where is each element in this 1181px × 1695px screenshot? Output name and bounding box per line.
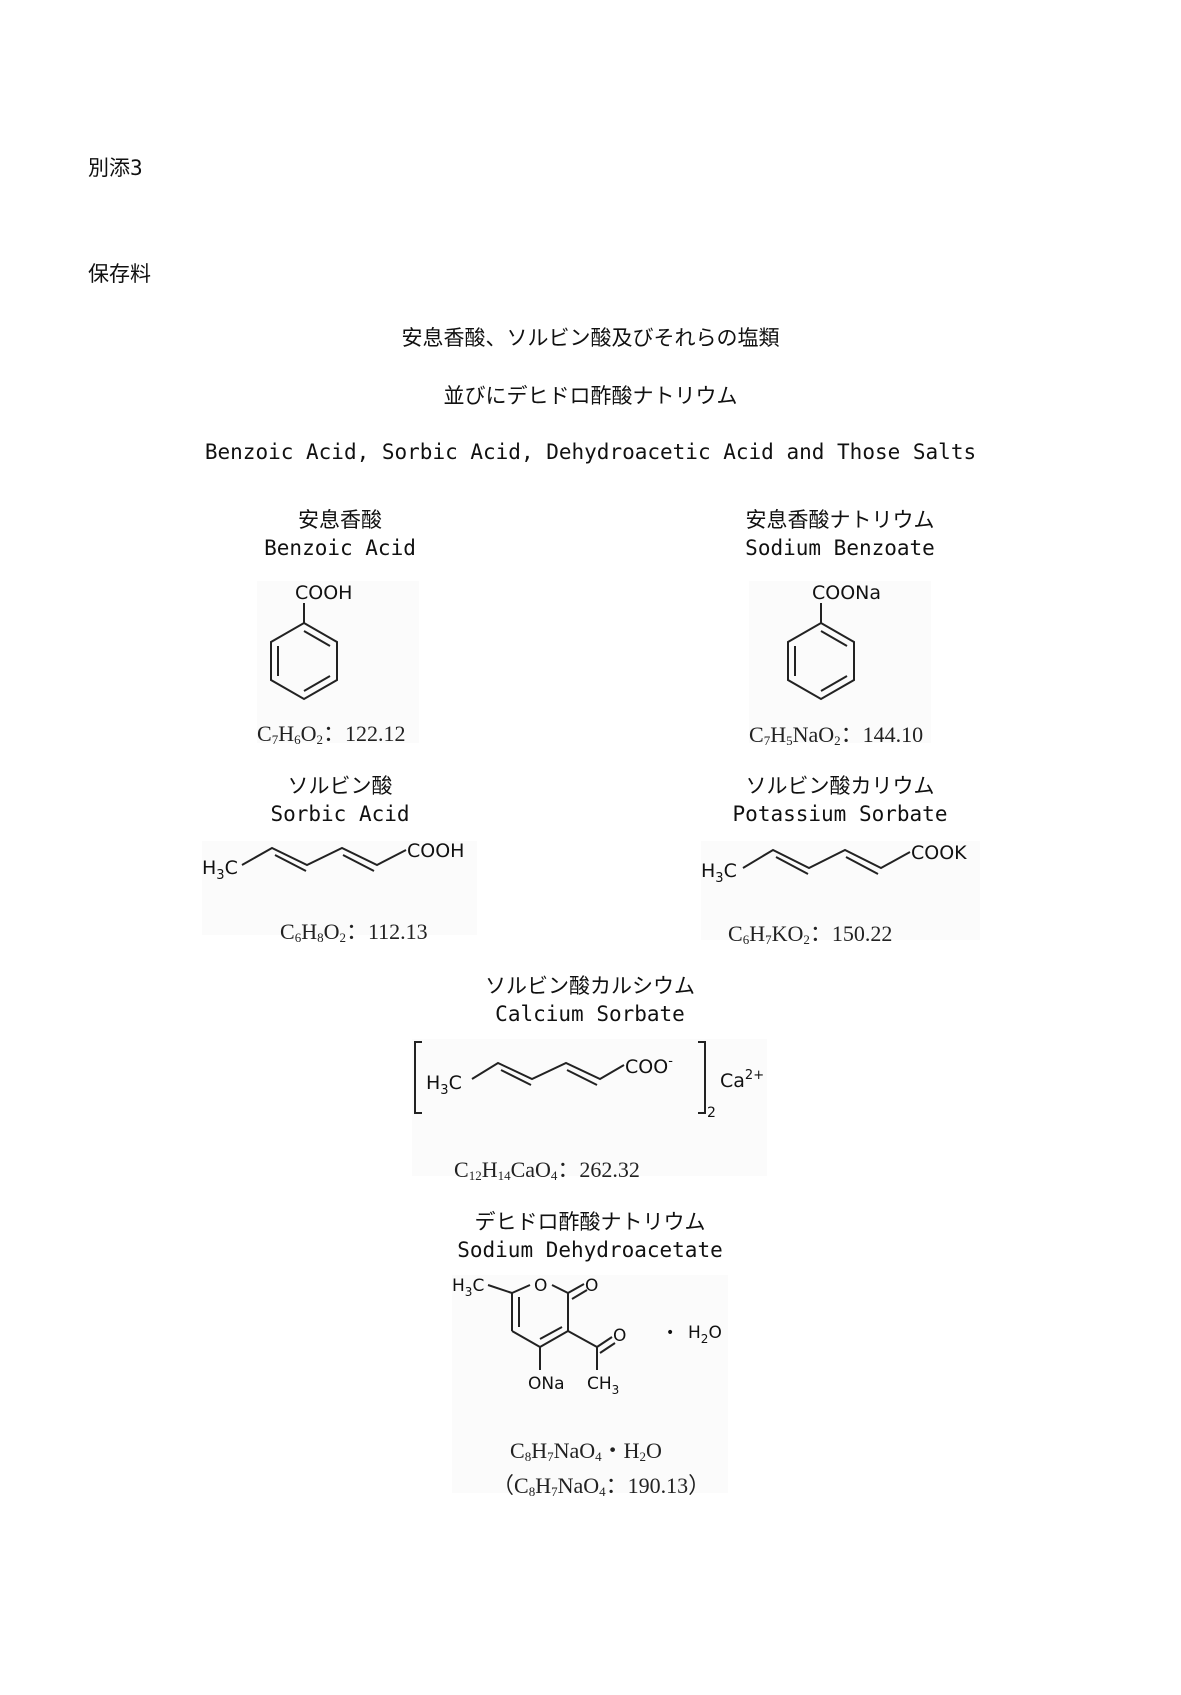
compound-name-ja: デヒドロ酢酸ナトリウム bbox=[474, 1210, 706, 1234]
calcium-sorbate-svg: H3C COO- 2 Ca2+ bbox=[414, 1041, 764, 1121]
sorbic-acid-svg: H3C COOH bbox=[202, 840, 464, 883]
group-label: COONa bbox=[812, 582, 881, 604]
ona-label: ONa bbox=[528, 1374, 565, 1394]
ring-oxygen: O bbox=[534, 1276, 547, 1296]
compound-name-en: Sodium Benzoate bbox=[745, 536, 935, 560]
water-label: H2O bbox=[688, 1323, 722, 1346]
benzoic-acid-structure: COOH C7H6O2：122.12 bbox=[257, 581, 419, 747]
calcium-sorbate-structure: H3C COO- 2 Ca2+ C12H14CaO4：262.32 bbox=[412, 1039, 767, 1183]
h3c-label: H3C bbox=[452, 1276, 484, 1299]
compound-name-ja: 安息香酸ナトリウム bbox=[745, 508, 935, 532]
carbonyl-oxygen: O bbox=[585, 1276, 598, 1296]
potassium-sorbate-structure: H3C COOK C6H7KO2：150.22 bbox=[701, 841, 980, 947]
compound-name-ja: 安息香酸 bbox=[298, 508, 382, 532]
molecular-formula: C12H14CaO4：262.32 bbox=[454, 1157, 640, 1183]
molecular-formula: C6H8O2：112.13 bbox=[280, 919, 428, 945]
acetyl-oxygen: O bbox=[613, 1326, 626, 1346]
group-label: COOH bbox=[407, 840, 464, 862]
sodium-dehydroacetate-svg: H3C O O O ONa CH3 • H2O bbox=[452, 1276, 722, 1397]
compound-name-en: Benzoic Acid bbox=[264, 536, 416, 560]
compound-name-en: Sorbic Acid bbox=[270, 802, 410, 826]
h3c-label: H3C bbox=[701, 860, 737, 886]
group-label: COO- bbox=[625, 1054, 673, 1078]
h3c-label: H3C bbox=[426, 1072, 462, 1098]
anhydrous-formula: （C8H7NaO4：190.13） bbox=[492, 1473, 711, 1499]
molecular-formula: C7H6O2：122.12 bbox=[257, 721, 406, 747]
compound-name-ja: ソルビン酸カリウム bbox=[745, 774, 935, 798]
sodium-benzoate-svg: COONa bbox=[787, 582, 881, 701]
h3c-label: H3C bbox=[202, 857, 238, 883]
sodium-benzoate-structure: COONa C7H5NaO2：144.10 bbox=[749, 581, 931, 748]
compound-name-ja: ソルビン酸 bbox=[287, 774, 393, 798]
group-label: COOK bbox=[911, 842, 967, 864]
compound-name-ja: ソルビン酸カルシウム bbox=[485, 974, 695, 998]
molecular-formula: C8H7NaO4・H2O bbox=[510, 1438, 662, 1464]
bracket-subscript: 2 bbox=[707, 1105, 716, 1121]
compound-name-en: Calcium Sorbate bbox=[495, 1002, 685, 1026]
benzoic-acid-svg: COOH bbox=[270, 582, 352, 701]
counter-ion: Ca2+ bbox=[720, 1068, 764, 1092]
compound-name-en: Sodium Dehydroacetate bbox=[457, 1238, 723, 1262]
attachment-label: 別添3 bbox=[88, 156, 143, 180]
title-english: Benzoic Acid, Sorbic Acid, Dehydroacetic… bbox=[204, 440, 977, 464]
molecular-formula: C7H5NaO2：144.10 bbox=[749, 722, 924, 748]
title-line-1: 安息香酸、ソルビン酸及びそれらの塩類 bbox=[401, 326, 780, 350]
title-line-2: 並びにデヒドロ酢酸ナトリウム bbox=[443, 384, 738, 408]
ch3-label: CH3 bbox=[587, 1374, 619, 1397]
potassium-sorbate-svg: H3C COOK bbox=[701, 842, 967, 886]
sodium-dehydroacetate-structure: H3C O O O ONa CH3 • H2O C8H7NaO4・H2O （C8… bbox=[452, 1275, 728, 1499]
category-label: 保存料 bbox=[88, 262, 151, 286]
hydrate-dot: • bbox=[666, 1325, 674, 1341]
molecular-formula: C6H7KO2：150.22 bbox=[728, 921, 893, 947]
group-label: COOH bbox=[295, 582, 352, 604]
compound-name-en: Potassium Sorbate bbox=[732, 802, 948, 826]
sorbic-acid-structure: H3C COOH C6H8O2：112.13 bbox=[202, 840, 477, 945]
